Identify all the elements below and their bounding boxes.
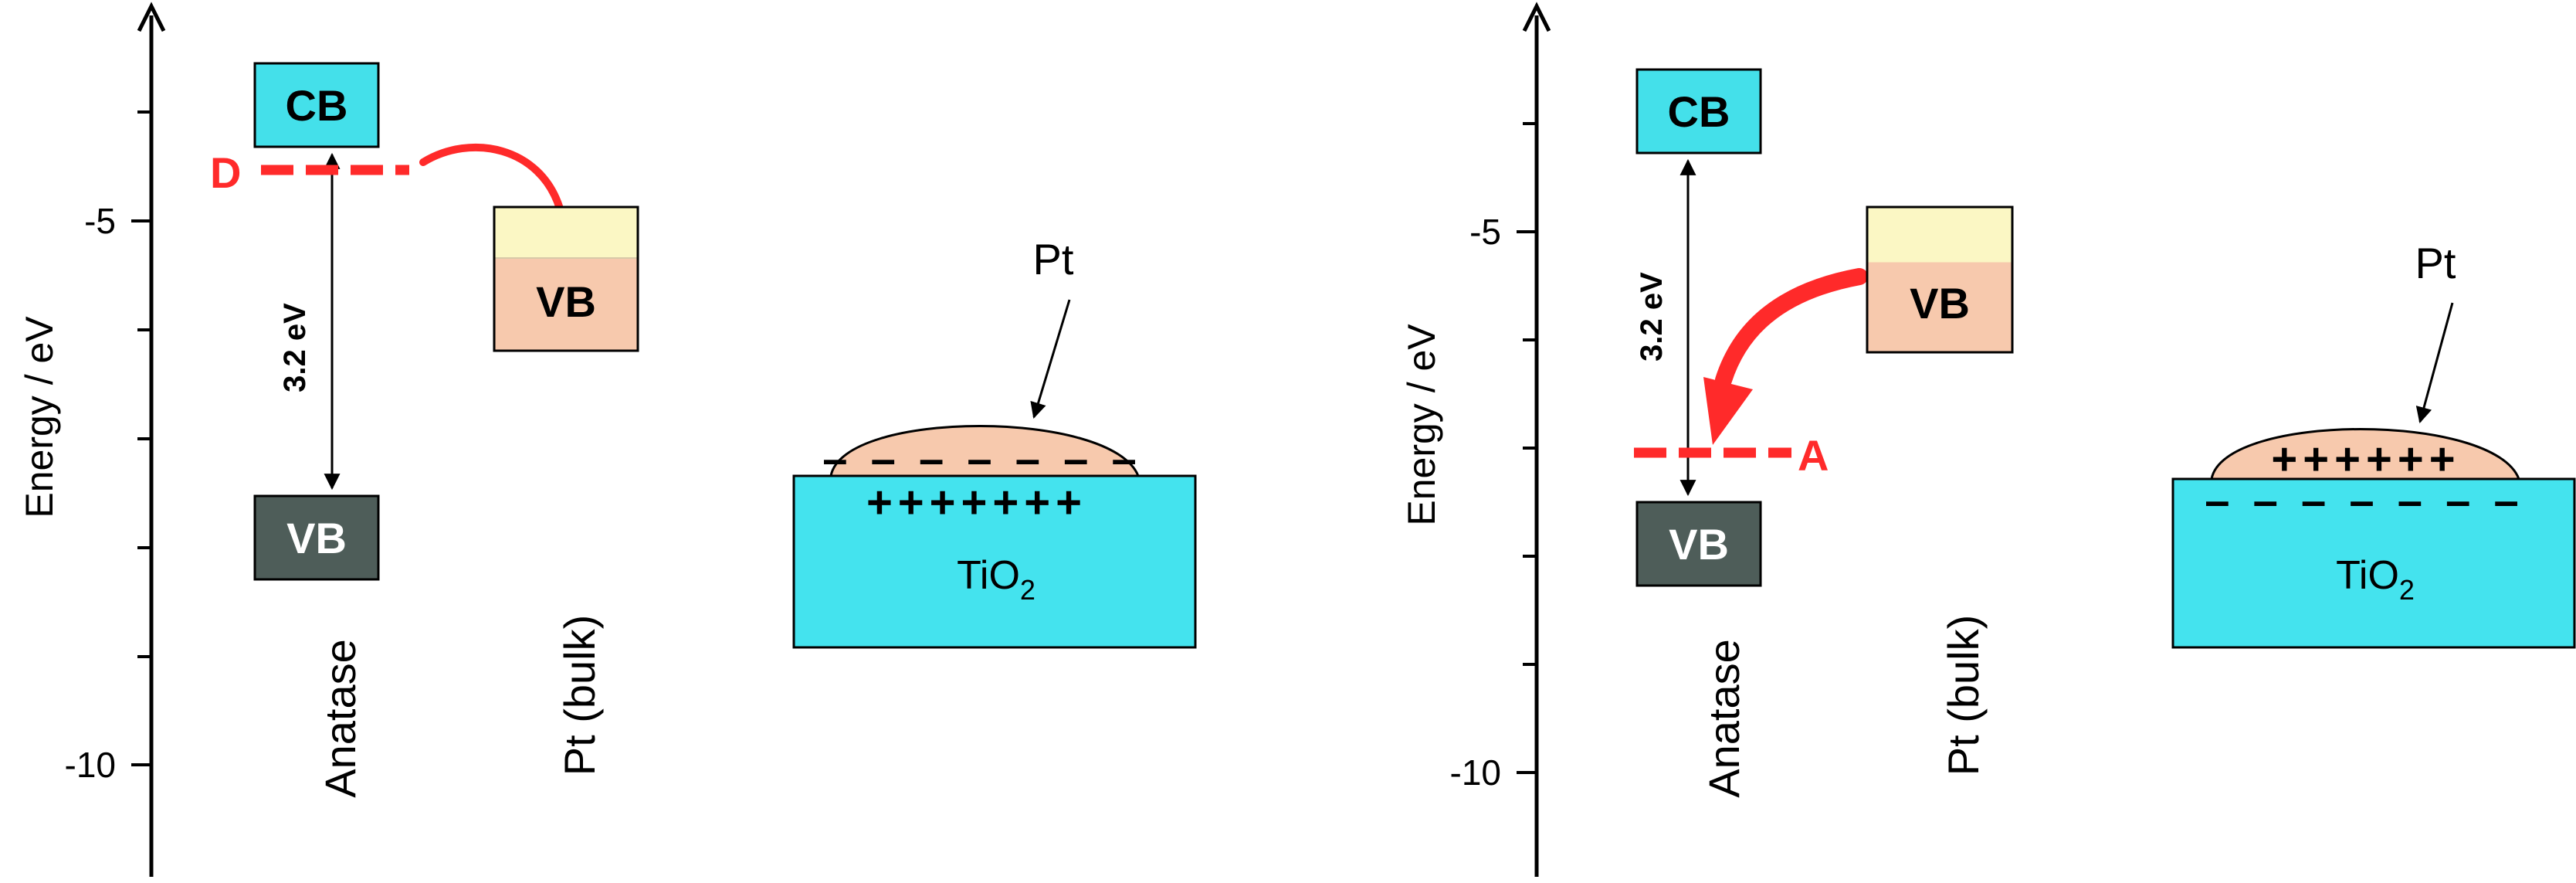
pt-vb-label: VB — [1910, 279, 1970, 328]
cb-label: CB — [1668, 87, 1730, 136]
tick-label-minus10: -10 — [65, 745, 116, 785]
tio2-label: TiO2 — [957, 553, 1035, 606]
energy-axis-left: -5 -10 Energy / eV — [18, 2, 166, 877]
donor-level: D — [210, 148, 409, 197]
tick-label-minus5: -5 — [84, 201, 116, 241]
interface-sketch-left: – – – – – – – +++++++ TiO2 Pt — [792, 235, 1197, 649]
vb-label: VB — [286, 514, 347, 562]
tick-label-minus5: -5 — [1469, 212, 1501, 252]
acceptor-level: A — [1634, 431, 1829, 480]
energy-axis-right: -5 -10 Energy / eV — [1400, 2, 1551, 877]
interface-sketch-right: ++++++ – – – – – – – TiO2 Pt — [2171, 239, 2576, 649]
band-gap-arrow: 3.2 eV — [278, 152, 341, 491]
tio2-charges: – – – – – – – — [2205, 476, 2523, 526]
acceptor-label: A — [1798, 431, 1829, 480]
tio2-charges: +++++++ — [866, 477, 1087, 528]
vb-label: VB — [1669, 520, 1729, 569]
band-gap-label: 3.2 eV — [1635, 272, 1669, 362]
panel-left: -5 -10 Energy / eV CB VB 3.2 eV D — [18, 2, 1197, 877]
pt-label: Pt — [1033, 235, 1074, 284]
band-gap-arrow: 3.2 eV — [1635, 158, 1696, 497]
axis-title: Energy / eV — [18, 316, 61, 518]
band-gap-label: 3.2 eV — [278, 303, 312, 392]
axis-title: Energy / eV — [1400, 324, 1443, 526]
tick-label-minus10: -10 — [1450, 752, 1501, 793]
anatase-vb-box: VB — [1635, 501, 1762, 587]
anatase-vb-box: VB — [253, 494, 380, 581]
pt-vb-label: VB — [536, 277, 596, 326]
tio2-label: TiO2 — [2336, 553, 2415, 606]
pt-bulk-vb-box: VB — [493, 205, 639, 352]
pt-charges: – – – – – – – — [822, 434, 1141, 484]
anatase-cb-box: CB — [1635, 68, 1762, 155]
anatase-cb-box: CB — [253, 62, 380, 148]
donor-label: D — [210, 148, 241, 197]
column-label-anatase: Anatase — [316, 639, 364, 798]
column-label-pt-bulk: Pt (bulk) — [1939, 615, 1988, 776]
pt-bulk-vb-box: VB — [1866, 205, 2014, 354]
pt-charges: ++++++ — [2271, 434, 2460, 484]
column-label-pt-bulk: Pt (bulk) — [555, 615, 604, 776]
cb-label: CB — [286, 81, 348, 130]
electron-transfer-arrow — [1703, 268, 1868, 445]
pt-label: Pt — [2415, 239, 2456, 287]
panel-right: -5 -10 Energy / eV CB VB 3.2 eV A — [1400, 2, 2576, 877]
column-label-anatase: Anatase — [1700, 639, 1748, 798]
